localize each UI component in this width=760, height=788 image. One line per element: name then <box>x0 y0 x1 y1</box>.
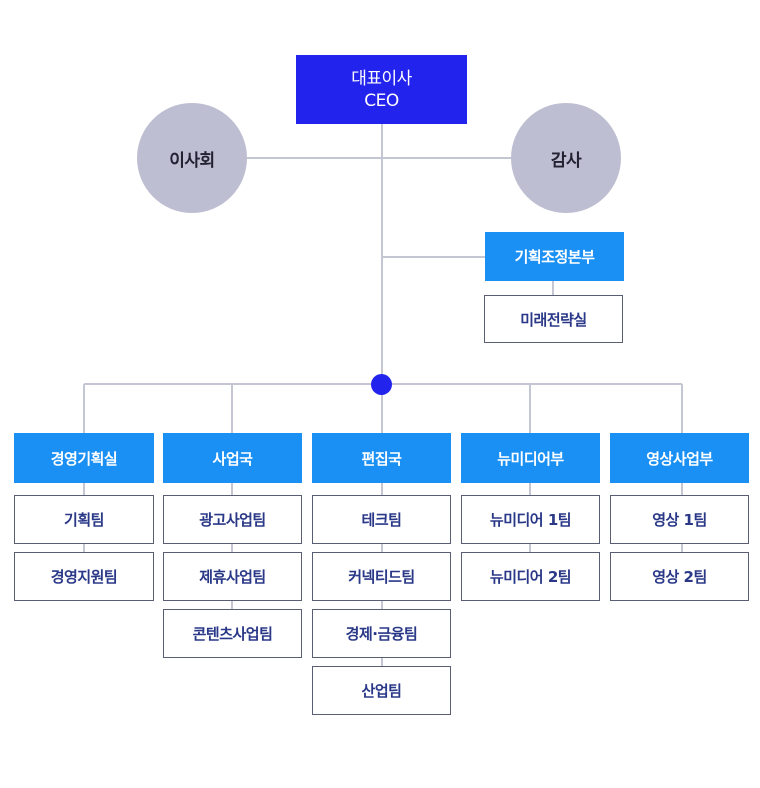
team-box: 콘텐츠사업팀 <box>163 609 302 658</box>
board-circle: 이사회 <box>137 103 247 213</box>
team-label: 콘텐츠사업팀 <box>192 625 273 643</box>
team-box: 뉴미디어 2팀 <box>461 552 600 601</box>
division-label: 경영기획실 <box>50 449 118 468</box>
team-box: 커넥티드팀 <box>312 552 451 601</box>
team-box: 경제·금융팀 <box>312 609 451 658</box>
division-label: 편집국 <box>361 449 402 468</box>
division-label: 뉴미디어부 <box>497 449 564 468</box>
team-box: 광고사업팀 <box>163 495 302 544</box>
team-label: 경제·금융팀 <box>345 625 418 643</box>
ceo-box: 대표이사 CEO <box>296 55 467 124</box>
division-box-editorial: 편집국 <box>312 433 451 483</box>
team-label: 영상 1팀 <box>652 511 707 529</box>
team-box: 경영지원팀 <box>14 552 154 601</box>
team-label: 커넥티드팀 <box>348 568 415 586</box>
team-label: 테크팀 <box>361 511 402 529</box>
division-box-video-business: 영상사업부 <box>610 433 749 483</box>
team-label: 기획팀 <box>64 511 104 529</box>
team-box: 영상 2팀 <box>610 552 749 601</box>
team-label: 뉴미디어 2팀 <box>489 568 572 586</box>
team-label: 경영지원팀 <box>50 568 118 586</box>
ceo-title: 대표이사 <box>351 68 412 89</box>
future-strategy-box: 미래전략실 <box>484 295 623 343</box>
board-label: 이사회 <box>169 150 215 171</box>
division-box-new-media: 뉴미디어부 <box>461 433 600 483</box>
division-box-management-planning: 경영기획실 <box>14 433 154 483</box>
planning-hq-box: 기획조정본부 <box>485 232 624 281</box>
future-strategy-label: 미래전략실 <box>520 310 587 329</box>
team-label: 산업팀 <box>361 682 402 700</box>
audit-circle: 감사 <box>511 103 621 213</box>
division-label: 영상사업부 <box>646 449 713 468</box>
team-box: 기획팀 <box>14 495 154 544</box>
team-box: 영상 1팀 <box>610 495 749 544</box>
audit-label: 감사 <box>550 150 582 171</box>
team-box: 제휴사업팀 <box>163 552 302 601</box>
team-box: 산업팀 <box>312 666 451 715</box>
team-label: 제휴사업팀 <box>199 568 266 586</box>
ceo-subtitle: CEO <box>364 90 399 111</box>
team-box: 뉴미디어 1팀 <box>461 495 600 544</box>
planning-hq-label: 기획조정본부 <box>514 248 595 266</box>
junction-dot <box>371 374 392 395</box>
team-box: 테크팀 <box>312 495 451 544</box>
team-label: 광고사업팀 <box>199 511 266 529</box>
team-label: 영상 2팀 <box>652 568 707 586</box>
division-label: 사업국 <box>212 449 253 468</box>
division-box-business: 사업국 <box>163 433 302 483</box>
team-label: 뉴미디어 1팀 <box>489 511 572 529</box>
